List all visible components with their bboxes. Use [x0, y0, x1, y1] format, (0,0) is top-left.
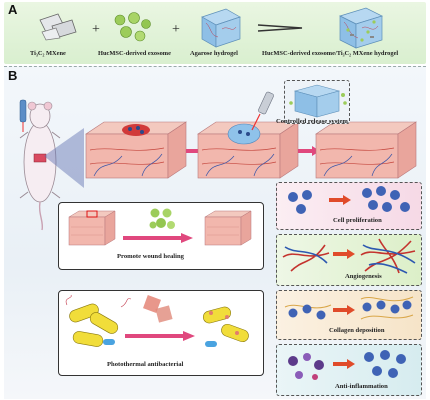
vessels-icon [282, 244, 330, 272]
panel-b-label: B [8, 68, 18, 83]
collagen-icon [284, 304, 332, 320]
laser-icon [19, 99, 27, 132]
label-agarose: Agarose hydrogel [190, 50, 238, 57]
hydrogel-release-icon [289, 84, 347, 118]
exosome-icon [149, 208, 175, 229]
bacteria-icon [65, 294, 132, 347]
cells-icon [362, 186, 410, 212]
arrow-icon [257, 24, 303, 32]
skin-hydrogel-block [197, 121, 299, 179]
panel-a-label: A [8, 2, 18, 17]
label-promote-wound-healing: Promote wound healing [117, 253, 184, 260]
label-collagen-deposition: Collagen deposition [329, 327, 385, 334]
effect-collagen-deposition: Collagen deposition [276, 290, 422, 340]
label-angiogenesis: Angiogenesis [345, 273, 382, 280]
exosome-icon [114, 12, 151, 42]
vessels-icon [360, 238, 416, 274]
collagen-icon [360, 296, 414, 320]
effect-angiogenesis: Angiogenesis [276, 234, 422, 286]
label-exosome: HucMSC-derived exosome [98, 50, 171, 57]
label-controlled-release: Controlled release system [276, 118, 348, 125]
effect-anti-inflammation: Anti-inflammation [276, 344, 422, 396]
wound-skin-icon [68, 210, 116, 246]
laser-icon [251, 91, 274, 131]
cells-icon [288, 190, 312, 214]
arrow-icon [333, 249, 355, 259]
mxene-heat-icon [143, 295, 173, 323]
label-mxene: Ti₃C₂ MXene [30, 50, 66, 57]
label-photothermal: Photothermal antibacterial [107, 361, 184, 368]
inflammation-icon [288, 353, 324, 380]
arrow-icon [329, 195, 351, 205]
rat-icon [19, 101, 61, 231]
mxene-sheets-icon [39, 13, 77, 41]
healed-skin-icon [204, 210, 252, 246]
label-anti-inflammation: Anti-inflammation [335, 383, 388, 390]
arrow-icon [125, 331, 195, 341]
arrow-icon [333, 305, 355, 315]
zoom-cone [44, 128, 84, 188]
agarose-hydrogel-icon [201, 8, 241, 48]
promote-wound-healing-box: Promote wound healing [58, 202, 264, 270]
controlled-release-inset [284, 80, 350, 124]
skin-wound-block [85, 121, 187, 179]
plus-sign-1: + [92, 22, 100, 37]
arrow-icon [298, 146, 320, 156]
label-cell-proliferation: Cell proliferation [333, 217, 382, 224]
dead-bacteria-icon [202, 306, 249, 347]
effect-cell-proliferation: Cell proliferation [276, 182, 422, 230]
cells-icon [364, 350, 406, 378]
label-composite: HucMSC-derived exosome/Ti₃C₂ MXene hydro… [262, 50, 399, 57]
arrow-icon [333, 359, 355, 369]
plus-sign-2: + [172, 22, 180, 37]
skin-healed-block [315, 121, 417, 179]
composite-hydrogel-icon [339, 7, 383, 49]
photothermal-box: Photothermal antibacterial [58, 290, 264, 376]
arrow-icon [123, 233, 193, 243]
